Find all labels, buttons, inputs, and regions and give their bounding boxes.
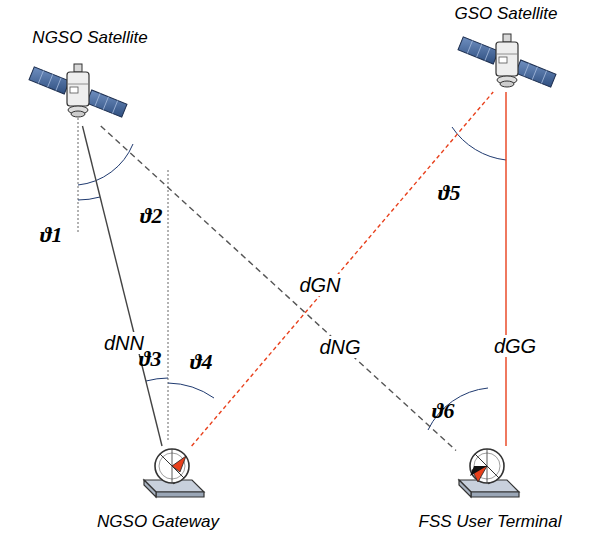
node-label: GSO Satellite [455,4,558,24]
link-line [82,126,162,446]
angle-label: ϑ4 [190,349,213,375]
earth-station-node: NGSO Gateway [140,446,208,498]
earth-station-node: FSS User Terminal [456,446,522,498]
node-label: NGSO Satellite [32,28,147,48]
distance-label: dGN [297,274,342,296]
angle-label: ϑ3 [139,346,162,372]
angle-label: ϑ5 [438,180,461,206]
angle-label: ϑ1 [40,222,63,248]
angle-label: ϑ2 [140,203,163,229]
node-label: FSS User Terminal [419,512,562,532]
link-line [101,126,456,450]
satellite-node: NGSO Satellite [30,58,126,126]
satellite-node: GSO Satellite [459,28,555,92]
node-label: NGSO Gateway [97,512,219,532]
link-line [505,92,506,446]
distance-label: dGG [492,335,538,357]
link-line [192,92,494,446]
angle-label: ϑ6 [432,398,455,424]
distance-label: dNG [317,336,362,358]
